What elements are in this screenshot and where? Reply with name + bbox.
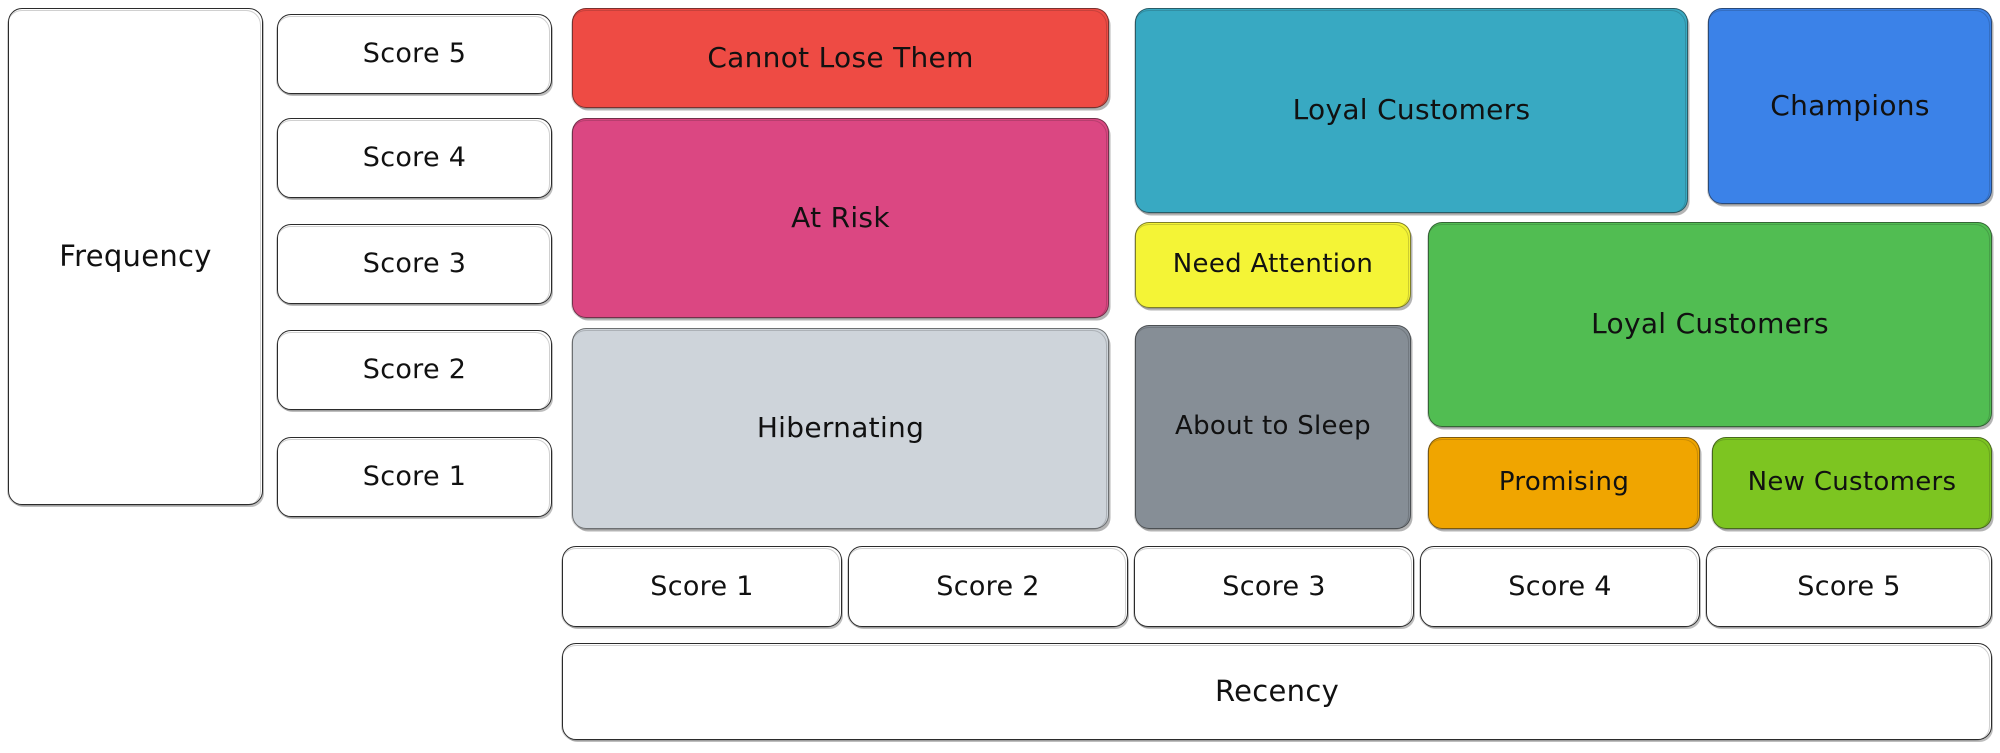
axis-label-frequency: Frequency [7,8,263,506]
segment-champions[interactable]: Champions [1707,8,1992,205]
recency-score-4[interactable]: Score 4 [1419,546,1700,628]
axis-label-recency: Recency [561,643,1992,741]
frequency-score-2[interactable]: Score 2 [276,330,552,411]
segment-about-to-sleep[interactable]: About to Sleep [1134,325,1411,530]
frequency-score-4[interactable]: Score 4 [276,118,552,199]
segment-loyal-customers-green[interactable]: Loyal Customers [1427,222,1992,428]
frequency-score-3[interactable]: Score 3 [276,224,552,305]
segment-loyal-customers-teal[interactable]: Loyal Customers [1134,8,1688,214]
recency-score-5[interactable]: Score 5 [1705,546,1992,628]
frequency-score-1[interactable]: Score 1 [276,437,552,518]
recency-score-1[interactable]: Score 1 [561,546,842,628]
segment-cannot-lose-them[interactable]: Cannot Lose Them [571,8,1109,109]
recency-score-2[interactable]: Score 2 [847,546,1128,628]
segment-need-attention[interactable]: Need Attention [1134,222,1411,309]
segment-hibernating[interactable]: Hibernating [571,328,1109,530]
recency-score-3[interactable]: Score 3 [1133,546,1414,628]
frequency-score-5[interactable]: Score 5 [276,14,552,95]
segment-new-customers[interactable]: New Customers [1711,437,1992,530]
segment-at-risk[interactable]: At Risk [571,118,1109,319]
segment-promising[interactable]: Promising [1427,437,1700,530]
